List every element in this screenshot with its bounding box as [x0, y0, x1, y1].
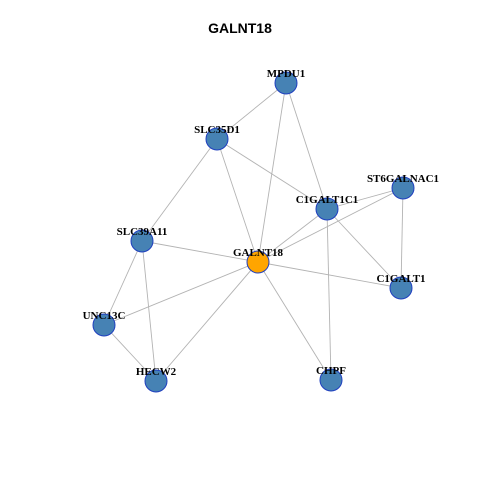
node-label-st6galnac1: ST6GALNAC1 [367, 173, 439, 185]
edge-mpdu1-slc35d1 [216, 82, 287, 140]
node-label-chpf: CHPF [316, 365, 346, 377]
edge-mpdu1-galnt18 [257, 82, 287, 263]
node-galnt18[interactable] [246, 250, 270, 274]
edge-slc35d1-c1galt1c1 [216, 138, 328, 210]
node-slc39a11[interactable] [130, 229, 154, 253]
node-c1galt1c1[interactable] [315, 197, 339, 221]
edge-slc39a11-unc13c [103, 240, 143, 326]
node-c1galt1[interactable] [389, 276, 413, 300]
edge-mpdu1-c1galt1c1 [285, 82, 328, 210]
edge-c1galt1c1-galnt18 [257, 208, 328, 263]
edge-layer [103, 82, 404, 382]
node-chpf[interactable] [319, 368, 343, 392]
edge-st6galnac1-c1galt1c1 [326, 187, 404, 210]
label-layer: MPDU1SLC35D1ST6GALNAC1C1GALT1C1SLC39A11G… [83, 68, 439, 378]
edge-slc35d1-galnt18 [216, 138, 259, 263]
node-label-galnt18: GALNT18 [233, 247, 284, 259]
node-label-c1galt1c1: C1GALT1C1 [296, 194, 359, 206]
node-label-unc13c: UNC13C [83, 310, 126, 322]
edge-slc35d1-slc39a11 [141, 138, 218, 242]
node-label-c1galt1: C1GALT1 [376, 273, 425, 285]
graph-title: GALNT18 [208, 20, 272, 36]
node-slc35d1[interactable] [205, 127, 229, 151]
edge-galnt18-hecw2 [155, 261, 259, 382]
edge-slc39a11-galnt18 [141, 240, 259, 263]
edge-c1galt1c1-c1galt1 [326, 208, 402, 289]
edge-st6galnac1-galnt18 [257, 187, 404, 263]
node-unc13c[interactable] [92, 313, 116, 337]
edge-st6galnac1-c1galt1 [400, 187, 404, 289]
node-mpdu1[interactable] [274, 71, 298, 95]
edge-galnt18-c1galt1 [257, 261, 402, 289]
node-layer [92, 71, 415, 393]
node-st6galnac1[interactable] [391, 176, 415, 200]
edge-galnt18-unc13c [103, 261, 259, 326]
edge-galnt18-chpf [257, 261, 332, 381]
node-label-slc35d1: SLC35D1 [194, 124, 240, 136]
node-hecw2[interactable] [144, 369, 168, 393]
edge-slc39a11-hecw2 [141, 240, 157, 382]
node-label-slc39a11: SLC39A11 [117, 226, 168, 238]
node-label-hecw2: HECW2 [136, 366, 177, 378]
edge-unc13c-hecw2 [103, 324, 157, 382]
edge-c1galt1c1-chpf [326, 208, 332, 381]
node-label-mpdu1: MPDU1 [267, 68, 306, 80]
